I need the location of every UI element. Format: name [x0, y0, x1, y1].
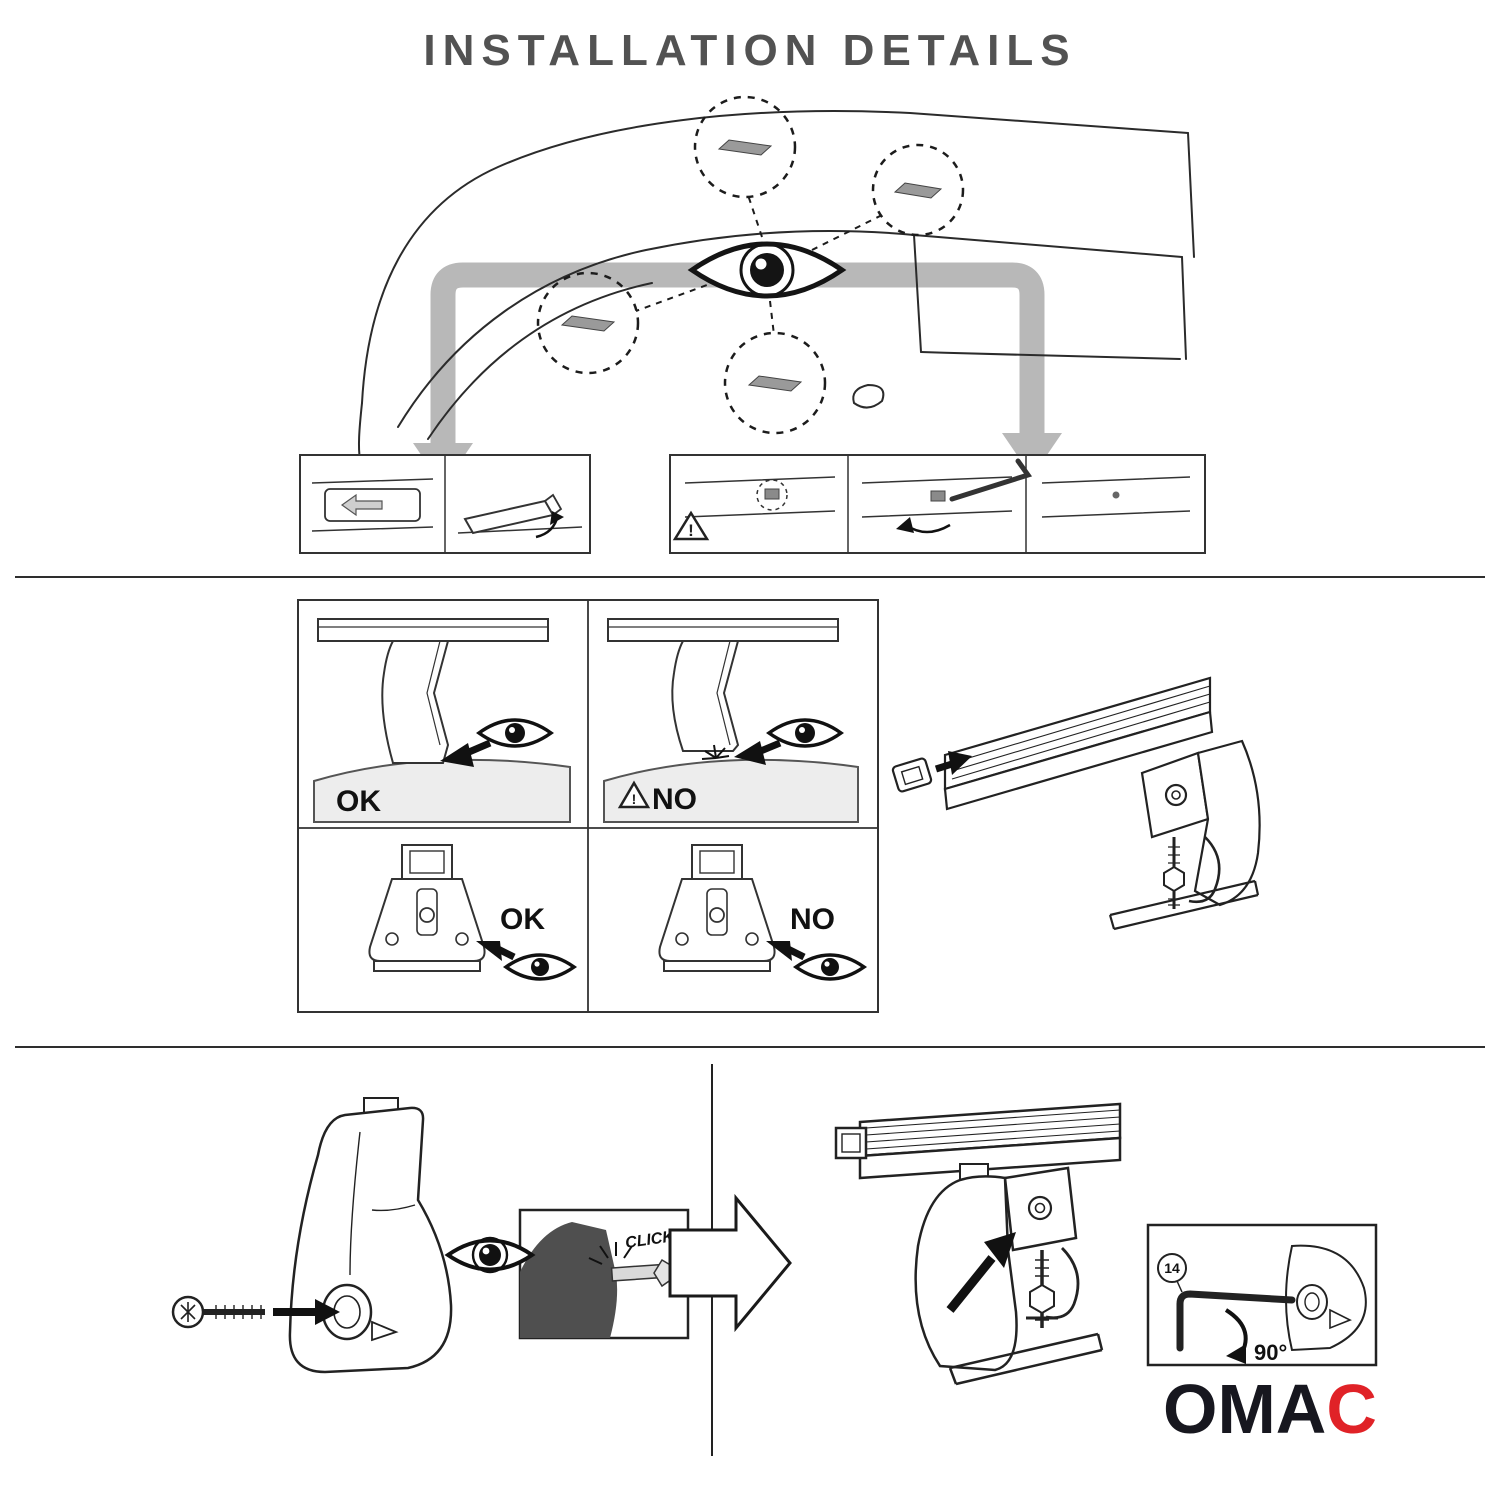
click-callout: CLICK!	[444, 1208, 690, 1340]
look-arrow-icon	[476, 941, 502, 961]
eye-icon	[687, 241, 847, 299]
section-divider	[15, 576, 1485, 578]
no-label: NO	[652, 783, 697, 816]
eye-icon	[792, 953, 868, 981]
slide-arrow-icon	[340, 493, 383, 517]
eye-icon	[476, 718, 554, 748]
rubber-endcap	[891, 757, 933, 793]
fixpoint-circle	[693, 95, 797, 199]
fixpoint-circles	[536, 95, 965, 435]
fixpoint-circle	[871, 143, 965, 237]
look-arrow-icon	[766, 941, 792, 961]
allen-key-icon	[949, 458, 1033, 502]
ok-label: OK	[336, 785, 381, 818]
eye-icon	[766, 718, 844, 748]
fit-no-side-cell: ! NO	[603, 618, 859, 823]
fixpoint-marks	[560, 139, 943, 392]
warning-icon: !	[672, 510, 710, 541]
no-label: NO	[790, 903, 835, 936]
next-step-arrow-icon	[668, 1193, 792, 1333]
part-ref-label: 14	[1164, 1260, 1180, 1276]
bolt-icon	[171, 1295, 265, 1329]
insert-arrow-icon	[948, 751, 972, 775]
fixpoint-circle	[536, 271, 640, 375]
section-divider	[15, 1046, 1485, 1048]
brand-logo-dark: OMA	[1163, 1370, 1327, 1448]
fit-ok-side-cell: OK	[313, 618, 571, 823]
roof-fixpoint-steps-panel: !	[669, 454, 1206, 554]
assembled-foot-step	[834, 1102, 1122, 1386]
gap-starburst-icon	[701, 744, 730, 760]
look-arrow-icon	[440, 743, 474, 767]
fixpoint-cover-panel	[299, 454, 591, 554]
warning-exclamation: !	[688, 521, 694, 540]
fit-ok-front-cell: OK	[368, 844, 578, 981]
insert-arrow-icon	[315, 1299, 340, 1325]
crossbar-endcap-diagram	[891, 676, 1261, 931]
fixpoint-circle	[723, 331, 827, 435]
angle-label: 90°	[1254, 1340, 1287, 1365]
look-arrow-icon	[734, 741, 766, 765]
eye-icon	[444, 1236, 536, 1274]
lift-arrow-icon	[984, 1232, 1016, 1268]
assembly-steps-illustration: CLICK! 14	[171, 1064, 1378, 1456]
eye-icon	[502, 953, 578, 981]
foot-silhouette	[520, 1222, 618, 1338]
brand-logo-red: C	[1326, 1370, 1377, 1448]
fixpoint-links	[635, 194, 887, 336]
click-starburst-icon	[588, 1242, 633, 1265]
allen-key-callout: 14 90°	[1146, 1223, 1378, 1367]
car-roof-outline	[357, 110, 1195, 461]
fit-no-front-cell: NO	[658, 844, 868, 981]
roof-fixpoint-overview-illustration: !	[299, 95, 1206, 554]
foot-bolt-step	[171, 1097, 453, 1374]
warning-exclamation: !	[632, 791, 637, 807]
page-title: INSTALLATION DETAILS	[423, 26, 1077, 75]
ok-label: OK	[500, 903, 545, 936]
brand-logo: OMAC	[1163, 1374, 1377, 1444]
fit-check-illustration: OK ! NO OK	[297, 599, 1261, 1013]
allen-key-icon	[1176, 1290, 1296, 1352]
warning-icon: !	[617, 780, 651, 809]
